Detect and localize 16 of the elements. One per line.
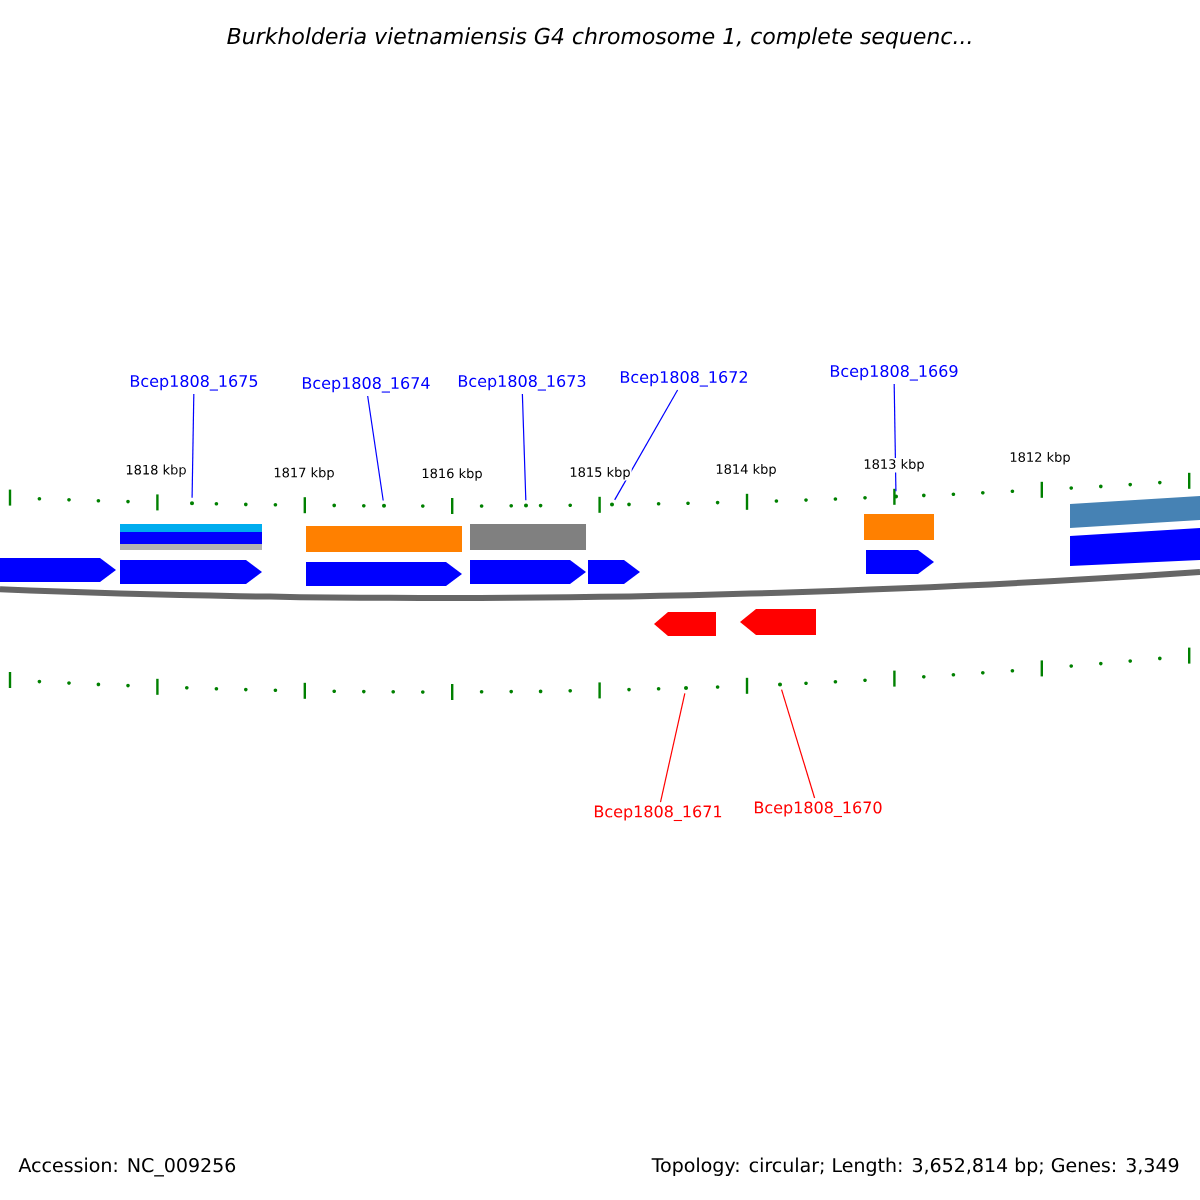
- gene-label: Bcep1808_1672: [620, 370, 747, 387]
- title: Burkholderia vietnamiensis G4 chromosome 1, complete sequenc...: [227, 27, 971, 49]
- leader-line: [367, 395, 384, 502]
- accession-text: Accession: NC_009256: [18, 1157, 236, 1177]
- gene-label: Bcep1808_1669: [830, 364, 958, 381]
- gene-label: Bcep1808_1670: [754, 801, 882, 818]
- gene-label: Bcep1808_1671: [594, 805, 722, 822]
- leader-line: [521, 393, 527, 501]
- leader-line: [191, 393, 195, 499]
- leader-line: [781, 688, 816, 799]
- gene-label: Bcep1808_1675: [130, 374, 258, 391]
- leader-line: [659, 692, 686, 803]
- summary-text: Topology: circular; Length: 3,652,814 bp; Genes: 3,349: [651, 1157, 1179, 1176]
- leader-line: [614, 389, 679, 501]
- gene-label: Bcep1808_1674: [302, 376, 430, 393]
- gene-label: Bcep1808_1673: [458, 374, 586, 391]
